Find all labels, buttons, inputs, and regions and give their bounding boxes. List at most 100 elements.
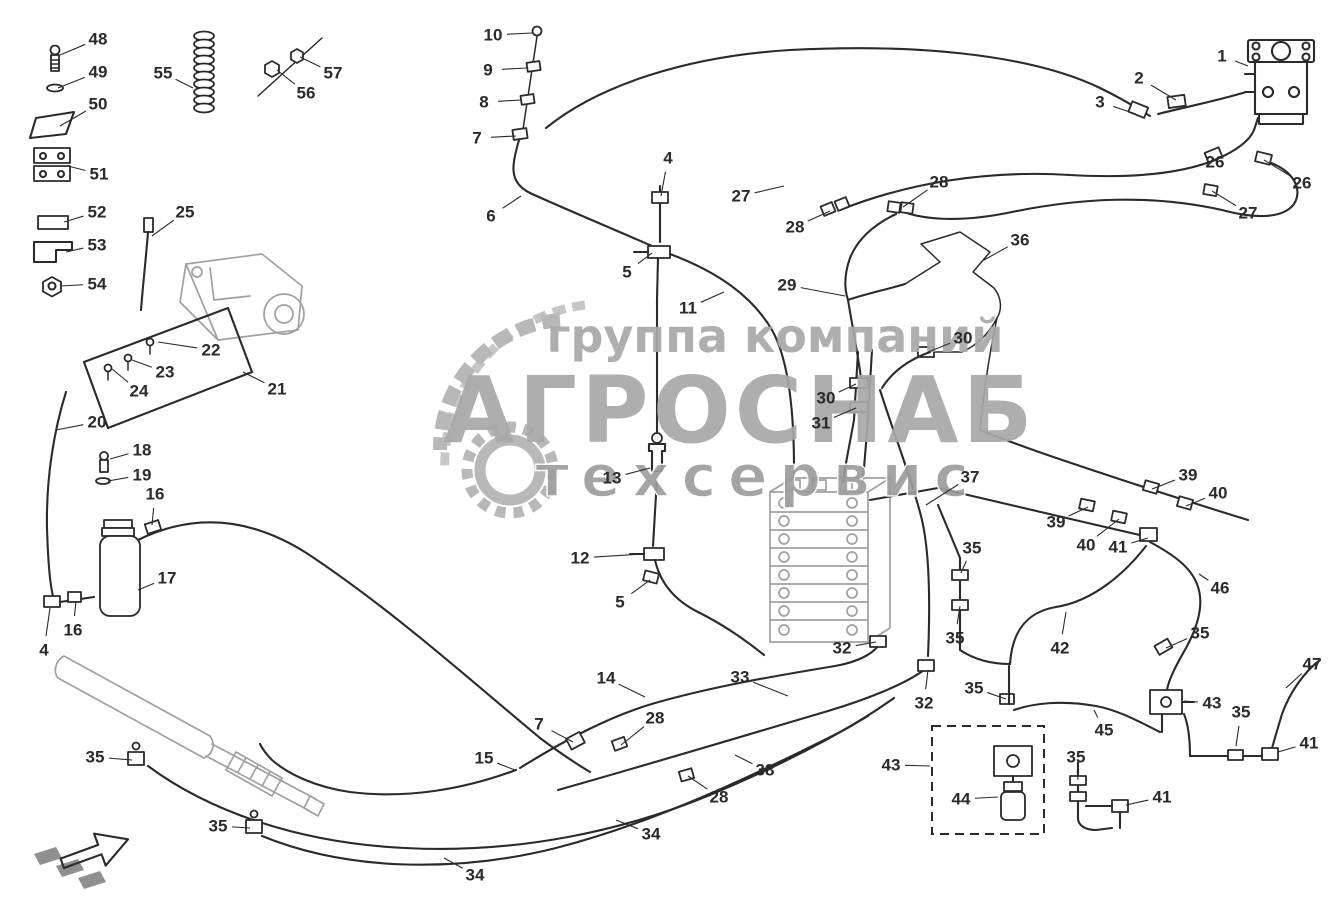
part-label-53: 53: [65, 236, 107, 255]
part-number: 3: [1095, 93, 1104, 112]
part-number: 29: [778, 276, 797, 295]
part-number: 26: [1206, 153, 1225, 172]
part-number: 52: [88, 203, 107, 222]
leader-line: [59, 43, 86, 56]
part-number: 41: [1300, 734, 1319, 753]
leader-line: [501, 67, 528, 70]
part-label-39: 39: [1047, 506, 1089, 532]
part-number: 48: [89, 30, 108, 49]
part-label-11: 11: [679, 291, 725, 318]
part-number: 30: [954, 329, 973, 348]
leader-line: [630, 579, 651, 595]
leader-line: [927, 342, 951, 353]
leader-line: [687, 775, 708, 790]
leader-line: [660, 171, 667, 197]
part-label-48: 48: [59, 30, 108, 56]
leader-line: [57, 76, 86, 89]
leader-line: [620, 726, 645, 746]
part-label-41: 41: [1125, 788, 1172, 807]
part-number: 25: [176, 203, 195, 222]
part-label-52: 52: [63, 203, 107, 223]
leader-line: [151, 219, 175, 237]
part-number: 53: [88, 236, 107, 255]
part-number: 34: [642, 825, 661, 844]
direction-hatch-marks: [34, 847, 106, 889]
part-label-39: 39: [1151, 466, 1198, 490]
part-label-38: 38: [734, 754, 774, 780]
leader-line: [1165, 638, 1188, 649]
part-label-13: 13: [603, 467, 651, 488]
part-number: 50: [89, 95, 108, 114]
part-label-4: 4: [39, 607, 51, 660]
part-label-29: 29: [778, 276, 846, 297]
leader-line: [902, 189, 928, 208]
part-label-21: 21: [242, 371, 286, 399]
leader-line: [956, 605, 961, 625]
part-label-35: 35: [960, 539, 982, 574]
part-number: 12: [571, 549, 590, 568]
leader-line: [1151, 479, 1176, 490]
part-number: 5: [615, 593, 624, 612]
leader-line: [506, 32, 533, 35]
part-label-28: 28: [902, 173, 948, 208]
part-number: 28: [710, 788, 729, 807]
leader-line: [111, 368, 129, 383]
part-number: 26: [1293, 174, 1312, 193]
part-label-3: 3: [1095, 93, 1137, 115]
ghost-valve-block: [769, 477, 891, 643]
leader-line: [833, 407, 857, 418]
part-number: 24: [130, 382, 149, 401]
leader-line: [63, 215, 84, 223]
part-number: 39: [1179, 466, 1198, 485]
part-label-40: 40: [1077, 518, 1120, 555]
leader-line: [904, 764, 931, 767]
leader-line: [59, 110, 87, 127]
part-number: 41: [1153, 788, 1172, 807]
part-label-28: 28: [786, 210, 831, 237]
part-number: 54: [88, 275, 107, 294]
leader-line: [65, 247, 84, 253]
part-label-43: 43: [882, 756, 931, 775]
leader-line: [131, 359, 153, 368]
leader-line: [838, 383, 857, 393]
part-number: 20: [88, 413, 107, 432]
part-label-56: 56: [276, 69, 315, 103]
part-number: 47: [1303, 655, 1322, 674]
part-label-35: 35: [86, 748, 133, 767]
fitting-stack-top: [511, 25, 654, 248]
part-number: 57: [324, 64, 343, 83]
leader-line: [855, 641, 877, 647]
part-number: 43: [1203, 694, 1222, 713]
part-number: 30: [817, 389, 836, 408]
leader-line: [752, 681, 789, 697]
watermark-line1: группа компаний: [546, 309, 1003, 363]
part-number: 14: [597, 669, 616, 688]
part-label-43: 43: [1183, 694, 1222, 713]
part-label-25: 25: [151, 203, 195, 237]
part-label-27: 27: [732, 185, 785, 206]
part-number: 35: [963, 539, 982, 558]
leader-line: [700, 291, 725, 303]
leader-line: [496, 762, 516, 771]
leader-line: [637, 252, 653, 264]
leader-line: [1068, 506, 1089, 517]
part-label-51: 51: [67, 165, 108, 184]
part-label-4: 4: [660, 149, 673, 197]
part-label-55: 55: [154, 64, 194, 89]
leader-line: [618, 683, 646, 698]
part-label-45: 45: [1093, 709, 1113, 740]
leader-line: [108, 757, 133, 761]
part-label-28: 28: [620, 709, 664, 746]
leader-line: [1093, 709, 1099, 718]
part-label-28: 28: [687, 775, 729, 807]
part-label-57: 57: [299, 56, 343, 83]
part-label-6: 6: [486, 195, 522, 226]
leader-line: [109, 453, 129, 460]
part-label-41: 41: [1109, 537, 1149, 557]
part-number: 2: [1134, 69, 1143, 88]
leader-line: [807, 210, 831, 222]
ghost-steering-cylinder: [54, 655, 325, 817]
part-number: 10: [484, 26, 503, 45]
